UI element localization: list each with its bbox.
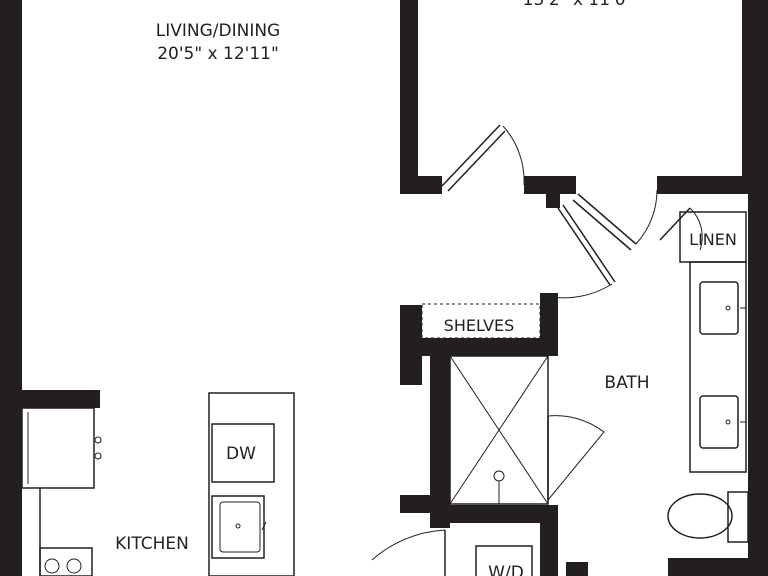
- wall-bottom-mid: [566, 562, 588, 576]
- sink-upper: [699, 281, 739, 335]
- labels: LIVING/DINING 20'5" x 12'11" 13'2" x 11'…: [115, 0, 737, 576]
- washer-dryer: [475, 545, 533, 576]
- shelves-label: SHELVES: [444, 316, 515, 335]
- dishwasher-label: DW: [226, 444, 256, 464]
- wall-bedroom-bottom-right: [657, 176, 768, 194]
- living-dining-label: LIVING/DINING: [156, 21, 280, 41]
- shower: [449, 355, 549, 505]
- bedroom-door: [441, 124, 525, 192]
- bath-label: BATH: [604, 373, 649, 393]
- wall-shower-left: [430, 338, 450, 528]
- bedroom-dimensions: 13'2" x 11'0": [523, 0, 634, 10]
- toilet-tank: [727, 491, 749, 543]
- wall-right-exterior: [742, 0, 768, 194]
- dishwasher: [211, 423, 275, 483]
- shelves-outline: [421, 303, 541, 339]
- toilet-bowl: [667, 493, 733, 539]
- shelves: [421, 303, 541, 339]
- wall-left-kitchen: [0, 400, 22, 576]
- wd-door: [371, 529, 446, 576]
- bath-door: [545, 204, 616, 299]
- wall-right-bath: [748, 190, 768, 576]
- bath-fixtures: [667, 211, 749, 543]
- closet-door: [572, 189, 658, 251]
- wd-label: W/D: [488, 563, 524, 576]
- linen-label: LINEN: [689, 230, 737, 249]
- wall-closet-stub: [546, 190, 560, 208]
- sink-lower: [699, 395, 739, 449]
- wd-unit: [475, 545, 533, 576]
- fridge: [21, 407, 95, 489]
- linen-closet: [679, 211, 747, 263]
- wall-bedroom-left: [400, 0, 418, 194]
- wall-left-exterior: [0, 0, 22, 410]
- living-dining-dimensions: 20'5" x 12'11": [157, 44, 279, 64]
- wall-shower-bottom-right: [430, 505, 558, 523]
- stove: [39, 547, 93, 576]
- wall-bedroom-bottom-left: [400, 176, 442, 194]
- wall-bath-bottom-right: [668, 558, 768, 576]
- wall-bedroom-bottom-mid: [524, 176, 576, 194]
- kitchen: [21, 392, 295, 576]
- shower-door: [547, 415, 605, 501]
- wall-wd-right: [540, 505, 558, 576]
- kitchen-label: KITCHEN: [115, 534, 189, 554]
- kitchen-island: [208, 392, 295, 576]
- shower-drain: [493, 470, 505, 482]
- wall-left-lower: [0, 390, 100, 408]
- wall-shelves-bottom: [400, 338, 558, 356]
- linen-door: [659, 207, 703, 251]
